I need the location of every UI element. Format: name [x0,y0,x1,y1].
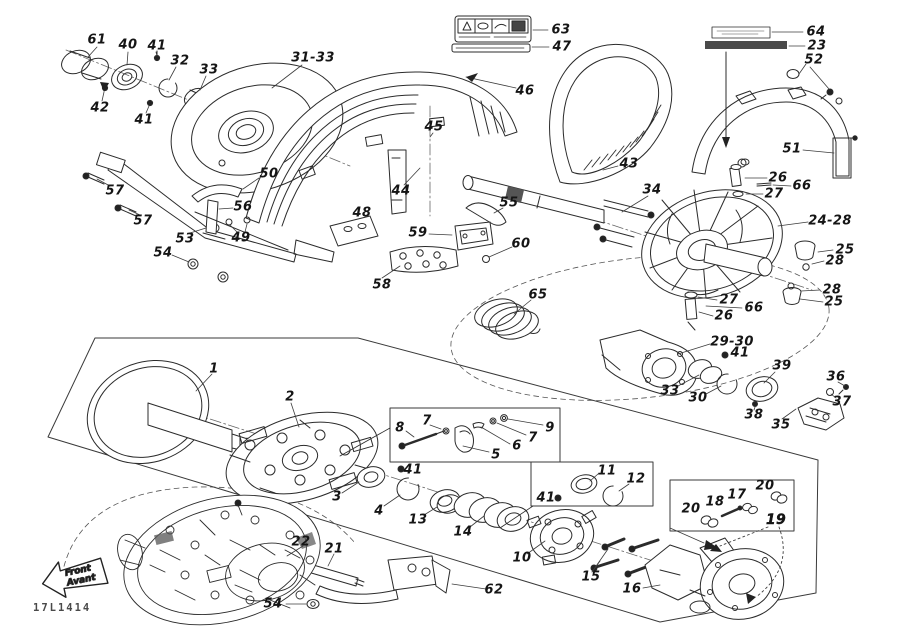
inset-box-5-9 [389,407,561,463]
guard-51-drawing [691,51,858,179]
assembled-clutch-drawing [117,494,321,626]
dashed-group-outlines [61,255,830,576]
pulley-24-28-drawing [641,189,783,299]
warning-decal-63 [454,15,532,43]
leader-lines [87,29,846,605]
bracket-drawings [329,202,507,273]
inset-box-11-12 [530,461,654,507]
hub-10-drawing [526,509,597,566]
inset-17-20-parts [700,491,788,528]
pulley-hardware-drawing [684,164,816,331]
frame-46-drawing [245,71,518,227]
spider-2-drawing [225,411,379,505]
dotted-pointers [719,526,784,598]
belt-43-drawing [549,43,673,185]
arrowheads [100,73,756,604]
inset-box-17-20 [669,479,795,532]
housing-29-30-drawing [599,329,849,431]
inset-11-12-parts [499,474,624,529]
drawing-code: 17L1414 [33,602,92,614]
spring-65-drawing [474,298,541,340]
lever-assembly-drawing [82,151,335,283]
front-direction-arrow: Front Avant [41,557,109,598]
shaft-34-drawing [462,158,747,248]
assembly-box [47,337,819,623]
info-decal-64 [711,26,771,39]
dark-strip-decal-23 [705,41,787,49]
inset-5-9-parts [339,414,508,473]
strip-decal-47 [451,43,531,53]
washers-rings-drawing [356,466,530,532]
